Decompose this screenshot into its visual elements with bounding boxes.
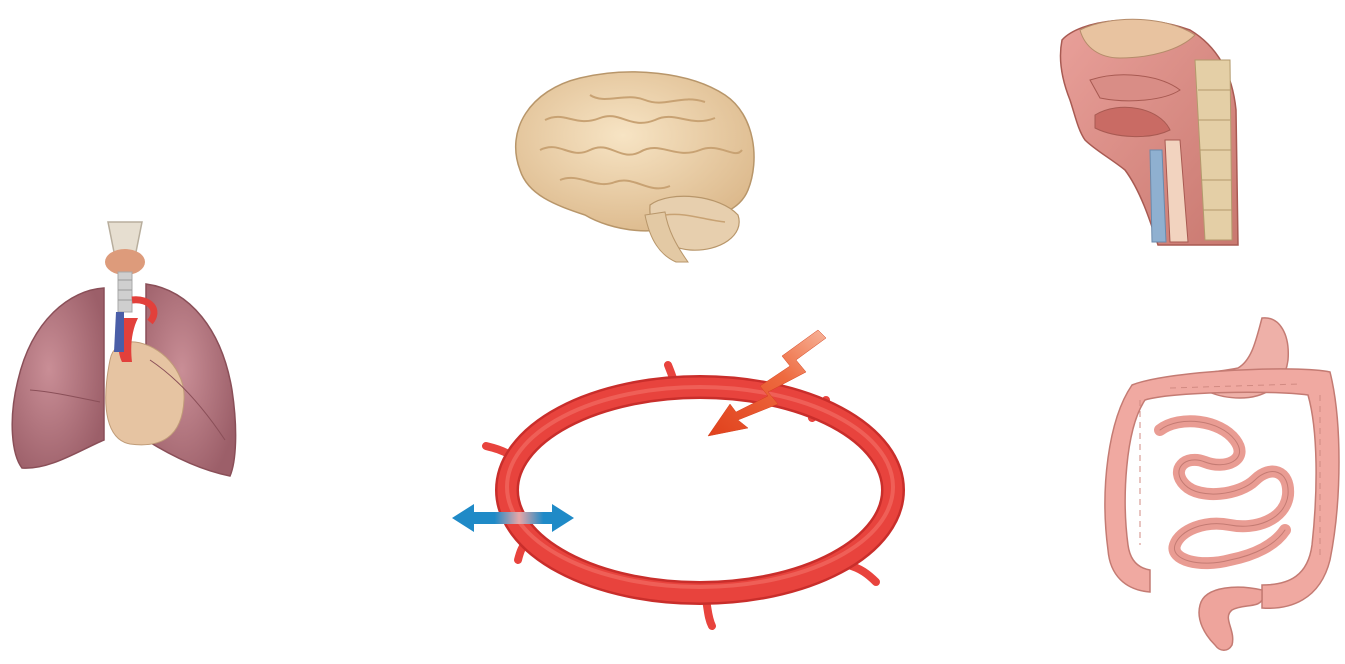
digestive-tract-icon [1105,318,1339,650]
lungs-heart-icon [12,222,235,476]
brain-icon [516,72,754,262]
blood-vessel-loop-icon [486,365,893,626]
head-sagittal-section-icon [1060,19,1238,245]
